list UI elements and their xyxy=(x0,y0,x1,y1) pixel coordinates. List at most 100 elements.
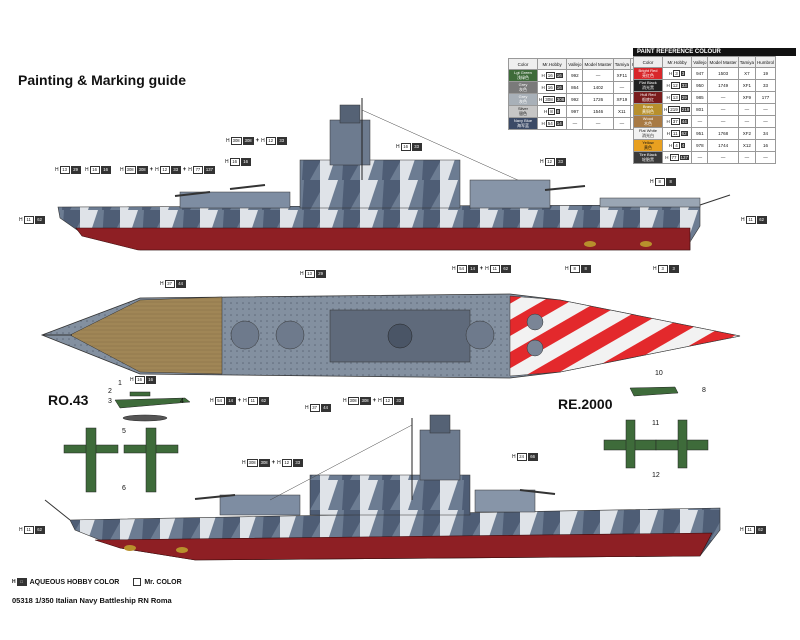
hobby-prefix: H xyxy=(664,107,668,112)
legend-mrcolor-label: Mr. COLOR xyxy=(144,578,182,586)
callout-aqueous-code: 3 xyxy=(657,265,668,273)
color-name: Brass xyxy=(642,104,654,109)
color-name-cn: 灰色 xyxy=(519,87,527,92)
color-name: Grey xyxy=(518,82,528,87)
aqueous-number: 77 xyxy=(669,154,679,161)
callout-prefix: H xyxy=(188,167,192,173)
hobby-prefix: H xyxy=(541,121,545,126)
hobby-prefix: H xyxy=(666,95,670,100)
hobby-prefix: H xyxy=(539,97,543,102)
color-name-cn: 亮红色 xyxy=(642,73,654,78)
aqueous-number: 12 xyxy=(670,82,680,89)
re2000-views xyxy=(603,386,709,469)
callout-aqueous-code: 24 xyxy=(516,453,527,461)
callout-prefix: H xyxy=(155,167,159,173)
callout-plus: + xyxy=(149,167,154,173)
callout-prefix: H xyxy=(740,527,744,533)
color-name-cn: 消光白 xyxy=(642,133,654,138)
hobby-prefix: H xyxy=(541,85,545,90)
color-name: Yellow xyxy=(642,140,654,145)
color-name-cn: 消光黑 xyxy=(642,85,654,90)
mrcolor-number: 308 xyxy=(555,97,566,102)
hobby-prefix: H xyxy=(665,155,669,160)
mrcolor-number: 3 xyxy=(680,71,686,76)
callout-mrcolor-code: 8 xyxy=(665,178,676,186)
callout-aqueous-code: 12 xyxy=(281,459,292,467)
aqueous-number: 308 xyxy=(543,96,555,103)
legend-aqueous-label: AQUEOUS HOBBY COLOR xyxy=(29,578,120,586)
callout-prefix: H xyxy=(540,159,544,165)
callout-prefix: H xyxy=(242,460,246,466)
callout-mrcolor-code: 62 xyxy=(500,265,511,273)
color-name-cn: 灰色 xyxy=(519,99,527,104)
color-name-cn: 轮胎黑 xyxy=(642,157,654,162)
callout-aqueous-code: 308 xyxy=(347,397,359,405)
color-name: Flat Black xyxy=(639,80,657,85)
callout-aqueous-code: 12 xyxy=(544,158,555,166)
aqueous-number: 13 xyxy=(670,94,680,101)
callout-mrcolor-code: 33 xyxy=(276,137,287,145)
callout-aqueous-code: 16 xyxy=(400,143,411,151)
callout-mrcolor-code: 33 xyxy=(170,166,181,174)
callout-mrcolor-code: 33 xyxy=(393,397,404,405)
callout-aqueous-code: 16 xyxy=(89,166,100,174)
callout-aqueous-code: 11 xyxy=(23,526,34,534)
callout-aqueous-code: 8 xyxy=(569,265,580,273)
callout-prefix: H xyxy=(452,266,456,272)
callout-mrcolor-code: 66 xyxy=(527,453,538,461)
color-name: Bright Red xyxy=(638,68,658,73)
mrcolor-number: 29 xyxy=(680,95,688,100)
part-number-11: 11 xyxy=(652,420,660,427)
callout-aqueous-code: 11 xyxy=(744,526,755,534)
vallejo-code: 992 xyxy=(566,69,584,82)
aqueous-number: 3 xyxy=(673,70,680,77)
table2-header: Humbrol xyxy=(754,56,777,68)
callout-aqueous-code: 308 xyxy=(124,166,136,174)
callout-mrcolor-code: 308 xyxy=(258,459,270,467)
tamiya-code: — xyxy=(612,117,632,130)
aqueous-number: 37 xyxy=(670,118,680,125)
callout-aqueous-code: 37 xyxy=(164,280,175,288)
callout-aqueous-code: 8 xyxy=(654,178,665,186)
ro43-side-view xyxy=(114,391,191,422)
callout-prefix: H xyxy=(300,271,304,277)
aqueous-number: 16 xyxy=(545,84,555,91)
callout-aqueous-code: 11 xyxy=(247,397,258,405)
callout-aqueous-code: 11 xyxy=(489,265,500,273)
callout-mrcolor-code: 62 xyxy=(34,216,45,224)
hobby-prefix: H xyxy=(666,119,670,124)
callout-mrcolor-code: 3 xyxy=(668,265,679,273)
callout-prefix: H xyxy=(343,398,347,404)
color-name-cn: 浅绿色 xyxy=(517,75,529,80)
callout-aqueous-code: 77 xyxy=(192,166,203,174)
mrcolor-number: 33 xyxy=(680,83,688,88)
color-name-cn: 船底红 xyxy=(642,97,654,102)
callout-mrcolor-code: 308 xyxy=(359,397,371,405)
part-number-3: 3 xyxy=(108,398,112,405)
color-name: Navy Blue xyxy=(513,118,533,123)
callout-mrcolor-code: 137 xyxy=(203,166,215,174)
callout-aqueous-code: 54 xyxy=(456,265,467,273)
mrcolor-number: 137 xyxy=(679,155,690,160)
callout-mrcolor-code: 14 xyxy=(225,397,236,405)
hobby-prefix: H xyxy=(541,73,545,78)
aqueous-number: 54 xyxy=(545,120,555,127)
callout-mrcolor-code: 308 xyxy=(136,166,148,174)
callout-plus: + xyxy=(372,398,377,404)
